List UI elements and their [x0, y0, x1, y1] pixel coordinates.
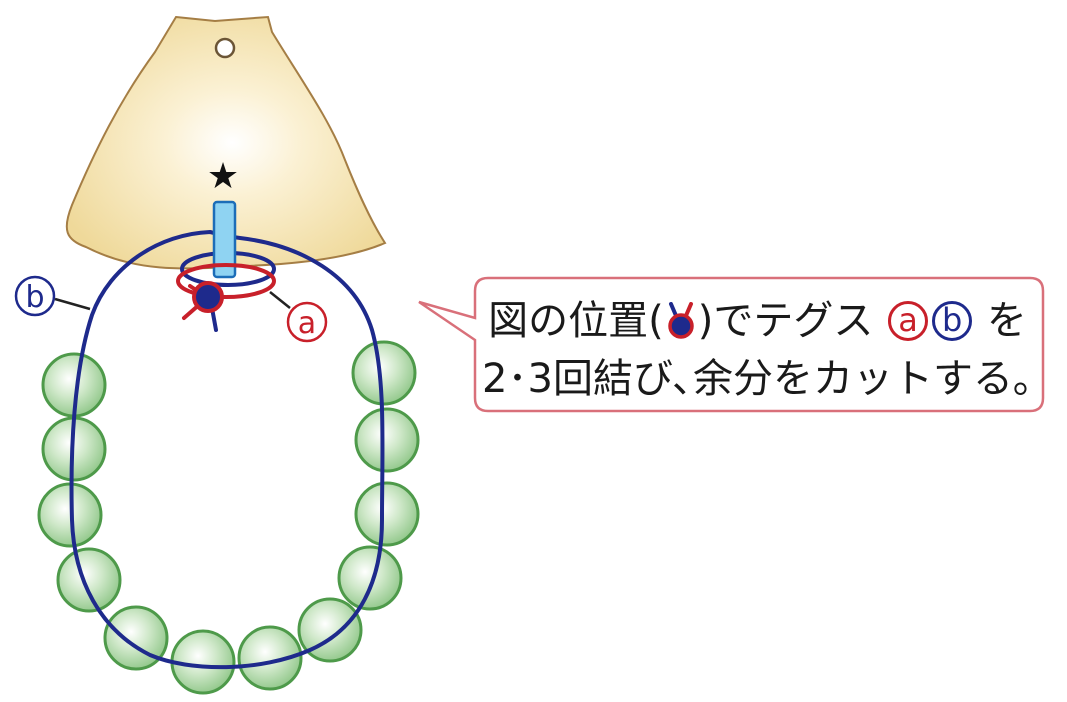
bead: [237, 625, 303, 691]
knot: [192, 281, 224, 313]
label-b: b: [14, 275, 56, 317]
bead: [56, 547, 122, 613]
instruction-text-1c: を: [986, 298, 1027, 344]
beads: [37, 340, 420, 695]
knot-icon: [664, 302, 698, 340]
bead: [170, 629, 236, 695]
instruction-text-1b: )でテグス: [697, 298, 874, 344]
instruction-label-b: b: [932, 301, 973, 341]
instruction-label-a: a: [888, 301, 929, 341]
bail: [212, 200, 237, 279]
leader-line-a: [269, 291, 291, 309]
bead: [297, 597, 363, 663]
instruction-line-2: 2･3回結び､余分をカットする｡: [482, 356, 1033, 402]
bead: [351, 340, 417, 406]
label-a-text: a: [298, 306, 316, 341]
label-a: a: [286, 301, 328, 343]
label-b-text: b: [25, 280, 44, 315]
callout-bubble: [418, 276, 1045, 413]
bead: [354, 407, 420, 473]
pendant-star: ★: [207, 156, 239, 197]
bead: [337, 545, 403, 611]
instruction-text-1a: 図の位置(: [488, 298, 664, 344]
bead: [354, 481, 420, 547]
thread-a-loop: [176, 263, 276, 299]
leader-line-b: [54, 297, 91, 311]
pendant-hole: [214, 37, 236, 59]
thread-b-loop: [69, 229, 385, 670]
